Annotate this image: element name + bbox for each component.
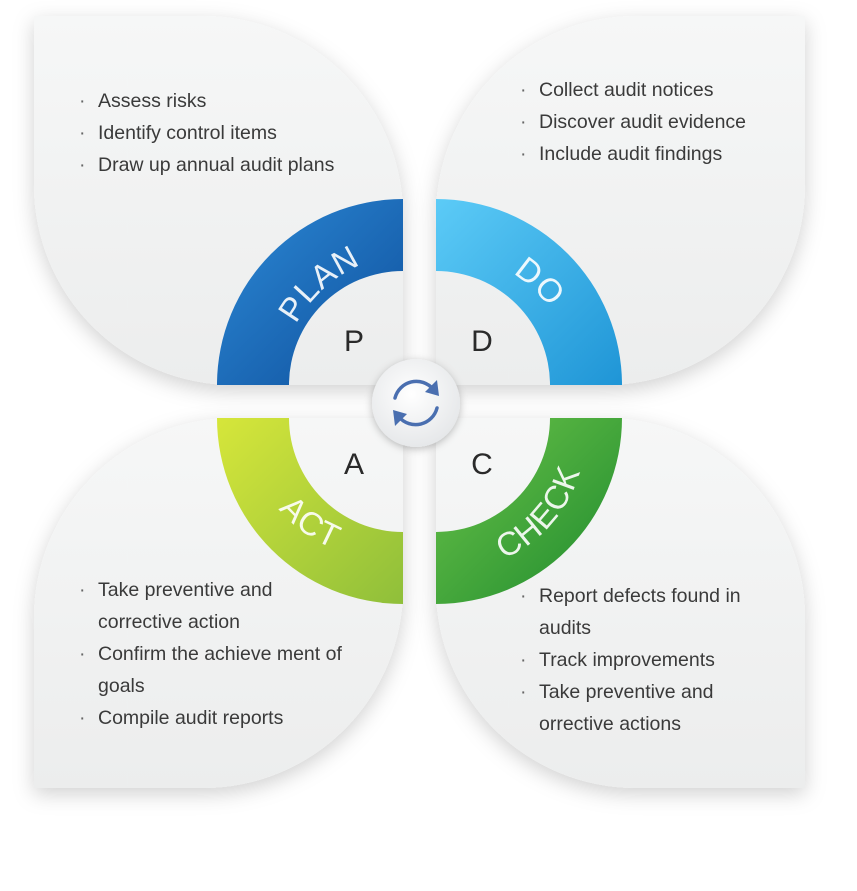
list-item: Confirm the achieve ment of goals — [78, 638, 348, 702]
refresh-cycle-icon — [393, 379, 439, 427]
list-item: Take preventive and corrective action — [78, 574, 348, 638]
ring-plan — [217, 199, 403, 385]
ring-check — [436, 418, 622, 604]
letter-a: A — [343, 448, 364, 481]
list-item: Discover audit evidence — [519, 106, 779, 138]
list-item: Report defects found in audits — [519, 580, 769, 644]
check-items: Report defects found in audits Track imp… — [519, 580, 769, 740]
list-item: Include audit findings — [519, 138, 779, 170]
letter-p: P — [343, 325, 364, 358]
list-item: Assess risks — [78, 85, 348, 117]
ring-do — [436, 199, 622, 385]
list-item: Draw up annual audit plans — [78, 149, 348, 181]
cycle-button[interactable] — [370, 357, 462, 449]
plan-items: Assess risks Identify control items Draw… — [78, 85, 348, 181]
list-item: Track improvements — [519, 644, 769, 676]
do-items: Collect audit notices Discover audit evi… — [519, 74, 779, 170]
list-item: Compile audit reports — [78, 702, 348, 734]
center-circle — [372, 359, 460, 447]
list-item: Collect audit notices — [519, 74, 779, 106]
letter-d: D — [471, 325, 493, 358]
act-items: Take preventive and corrective action Co… — [78, 574, 348, 734]
letter-c: C — [471, 448, 493, 481]
list-item: Identify control items — [78, 117, 348, 149]
list-item: Take preventive and orrective actions — [519, 676, 769, 740]
ring-act — [217, 418, 403, 604]
